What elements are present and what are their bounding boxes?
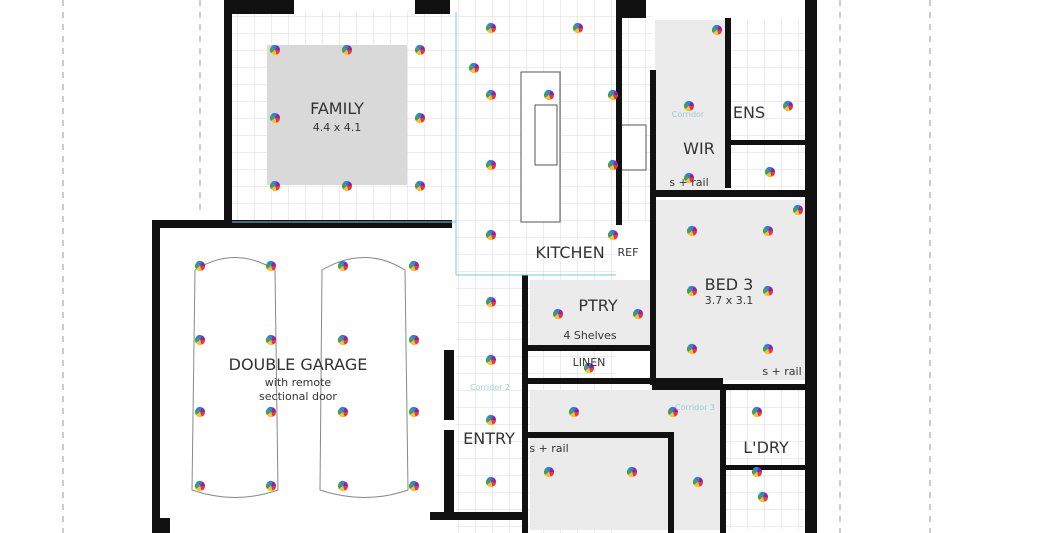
light-marker xyxy=(338,407,348,418)
light-marker xyxy=(752,406,762,417)
light-marker xyxy=(683,172,694,183)
light-marker xyxy=(608,230,618,241)
cars xyxy=(191,257,409,498)
family-label: FAMILY xyxy=(310,99,364,118)
light-marker xyxy=(687,343,698,354)
bed3-size: 3.7 x 3.1 xyxy=(705,294,754,307)
light-marker xyxy=(752,467,762,477)
light-marker xyxy=(783,100,793,112)
light-marker xyxy=(486,477,496,487)
light-marker xyxy=(195,406,205,417)
corridor3-label: Corridor 3 xyxy=(675,403,715,412)
light-marker xyxy=(266,261,276,271)
light-markers xyxy=(194,22,803,502)
light-marker xyxy=(793,205,803,216)
boundary-lines xyxy=(62,0,931,533)
light-marker xyxy=(195,334,205,345)
light-marker xyxy=(469,63,479,73)
ref-label: REF xyxy=(618,246,639,259)
pantry-note: 4 Shelves xyxy=(563,329,617,342)
light-marker xyxy=(543,89,554,101)
light-marker xyxy=(764,166,775,177)
light-marker xyxy=(409,335,419,345)
corridor2-label: Corridor 2 xyxy=(470,383,510,392)
light-marker xyxy=(544,467,554,477)
cooktop xyxy=(617,124,647,171)
bed3-note: s + rail xyxy=(762,365,801,378)
light-marker xyxy=(684,100,694,112)
family-rug xyxy=(267,45,407,185)
light-marker xyxy=(409,481,419,491)
bed3-label: BED 3 xyxy=(705,275,754,294)
light-marker xyxy=(572,22,583,34)
light-marker xyxy=(342,45,352,55)
light-marker xyxy=(266,407,276,417)
light-marker xyxy=(266,481,276,491)
light-marker xyxy=(409,261,419,271)
kitchen-island xyxy=(520,71,561,223)
light-marker xyxy=(270,45,280,55)
light-marker xyxy=(763,225,773,237)
light-marker xyxy=(763,286,773,296)
light-marker xyxy=(693,476,703,487)
light-marker xyxy=(712,24,722,36)
light-marker xyxy=(486,354,496,365)
ensuite-label: ENS xyxy=(733,103,765,122)
light-marker xyxy=(486,90,496,101)
light-marker xyxy=(338,334,348,345)
light-marker xyxy=(608,160,618,170)
light-marker xyxy=(342,181,352,191)
wir-note: s + rail xyxy=(669,176,708,189)
corridor-label: Corridor xyxy=(672,110,705,119)
garage-line2: sectional door xyxy=(259,390,337,403)
light-marker xyxy=(763,343,773,354)
floor-areas xyxy=(160,0,805,533)
garage-label: DOUBLE GARAGE xyxy=(229,355,368,374)
light-marker xyxy=(687,225,698,237)
light-marker xyxy=(584,363,594,374)
light-marker xyxy=(486,160,496,170)
light-marker xyxy=(266,335,276,345)
light-marker xyxy=(415,45,425,55)
robe-note: s + rail xyxy=(529,442,568,455)
light-marker xyxy=(486,297,496,307)
light-marker xyxy=(195,481,205,491)
light-marker xyxy=(338,261,348,271)
pantry-label: PTRY xyxy=(578,296,618,315)
linen-label: LINEN xyxy=(573,356,606,369)
light-marker xyxy=(415,181,425,191)
light-marker xyxy=(270,113,280,123)
light-marker xyxy=(633,309,643,319)
light-marker xyxy=(687,286,698,296)
wir-label: WIR xyxy=(683,139,715,158)
light-marker xyxy=(194,261,205,272)
light-marker xyxy=(607,89,618,101)
light-marker xyxy=(627,467,637,477)
entry-label: ENTRY xyxy=(463,429,515,448)
walls xyxy=(152,0,817,533)
light-marker xyxy=(270,181,280,191)
kitchen-label: KITCHEN xyxy=(535,243,604,262)
light-marker xyxy=(409,407,419,417)
light-marker xyxy=(415,113,425,123)
family-size: 4.4 x 4.1 xyxy=(313,121,362,134)
light-marker xyxy=(552,309,563,319)
light-marker xyxy=(486,22,496,34)
light-marker xyxy=(569,406,579,417)
light-marker xyxy=(486,230,496,240)
room-labels: FAMILY 4.4 x 4.1 DOUBLE GARAGE with remo… xyxy=(229,99,802,457)
light-marker xyxy=(486,414,496,425)
light-marker xyxy=(758,491,768,502)
light-marker xyxy=(668,406,678,417)
light-marker xyxy=(338,481,348,491)
garage-line1: with remote xyxy=(265,376,332,389)
laundry-label: L'DRY xyxy=(743,438,789,457)
